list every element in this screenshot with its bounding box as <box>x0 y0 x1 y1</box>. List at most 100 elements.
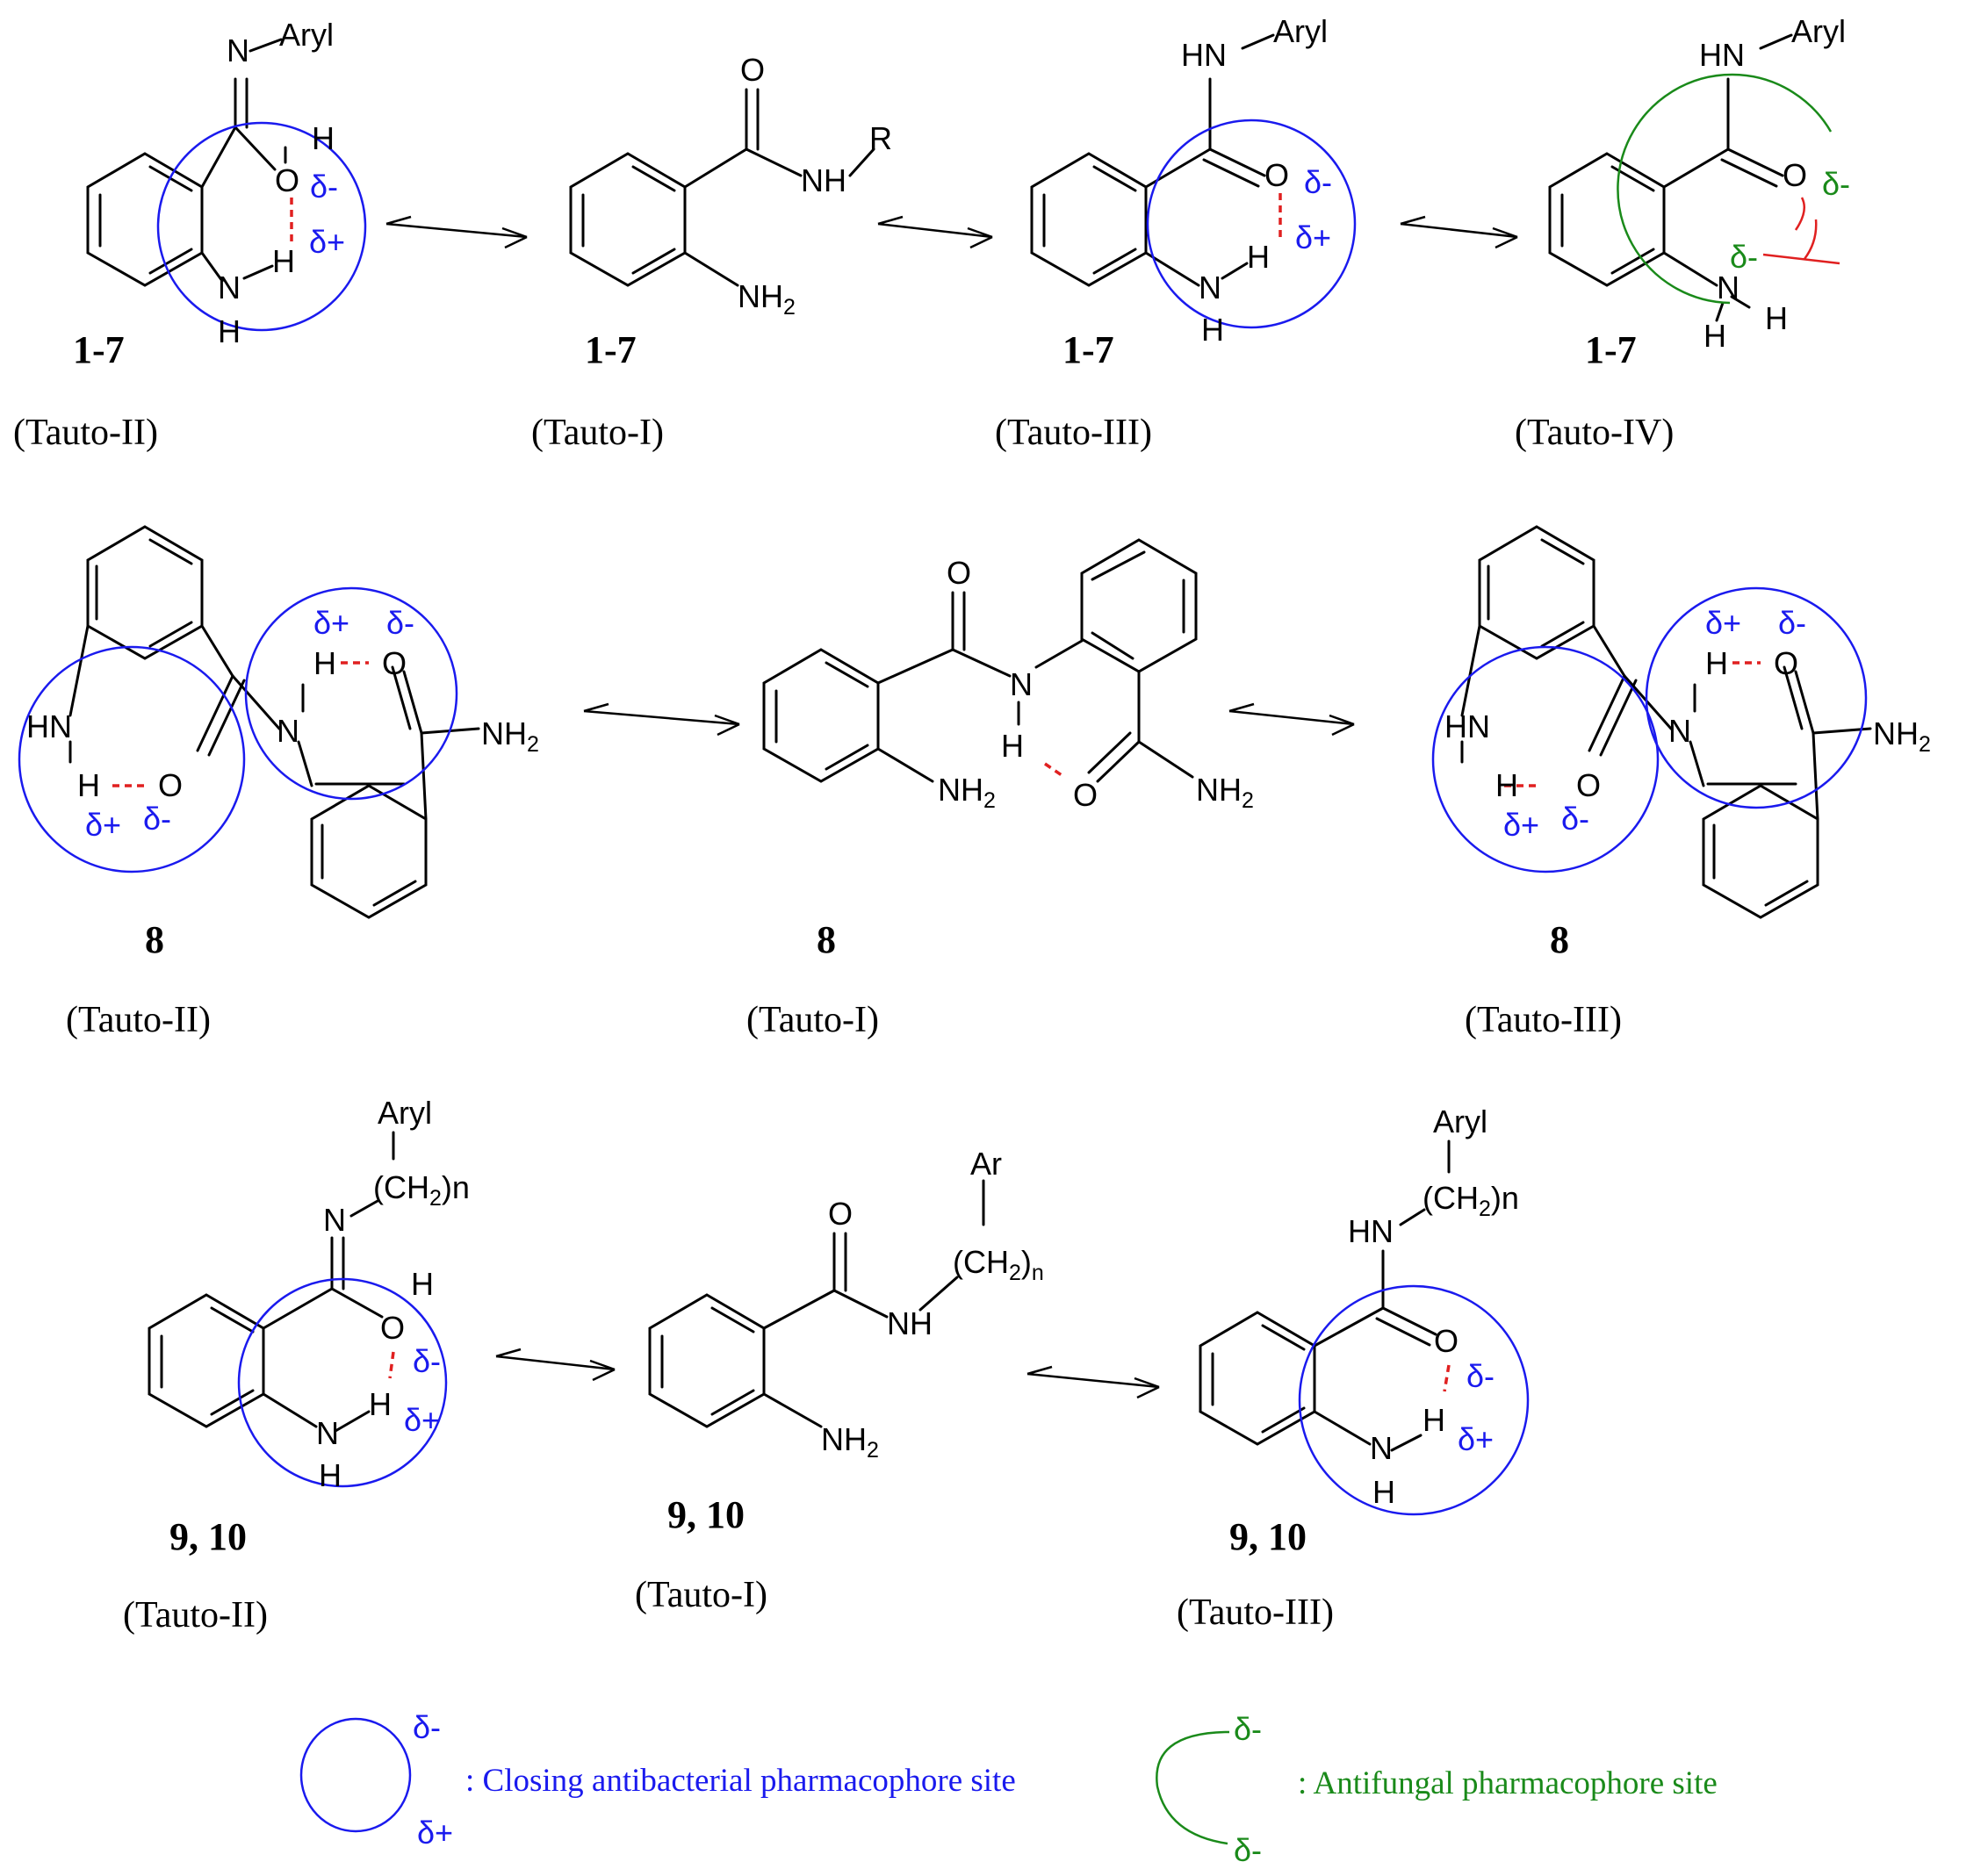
tautomer-caption: (Tauto-I) <box>746 1000 879 1040</box>
h-label: H <box>411 1266 434 1302</box>
n-label: N <box>1370 1430 1393 1466</box>
equilibrium-arrow <box>1400 215 1518 249</box>
o-label: O <box>382 645 407 681</box>
nh2-label: NH2 <box>1873 715 1931 757</box>
o-label: O <box>947 555 971 591</box>
delta-minus: δ- <box>1778 605 1806 641</box>
tautomer-caption: (Tauto-I) <box>635 1575 767 1615</box>
h-label: H <box>1423 1402 1445 1438</box>
nh2-label: NH2 <box>1196 772 1254 813</box>
hn-label: HN <box>1181 37 1227 73</box>
delta-minus: δ- <box>413 1343 441 1379</box>
antibacterial-legend-circle <box>299 1717 412 1833</box>
hn-label: HN <box>1348 1213 1394 1249</box>
delta-minus: δ- <box>386 605 414 641</box>
hn-label: HN <box>1444 708 1490 744</box>
legend-delta-minus: δ- <box>413 1709 441 1745</box>
o-label: O <box>1434 1323 1459 1359</box>
delta-plus: δ+ <box>1295 219 1331 255</box>
delta-plus: δ+ <box>85 807 121 843</box>
h-label: H <box>369 1386 392 1422</box>
o-label: O <box>1783 157 1807 193</box>
hn-label: HN <box>26 708 72 744</box>
equilibrium-arrow <box>1228 702 1355 737</box>
compound-number: 9, 10 <box>1229 1515 1307 1558</box>
delta-minus: δ- <box>1730 239 1758 275</box>
o-label: O <box>740 52 765 88</box>
h-label: H <box>1372 1474 1395 1510</box>
n-label: N <box>1199 270 1221 306</box>
equilibrium-arrow <box>877 215 993 249</box>
n-label: N <box>316 1415 339 1451</box>
h-label: H <box>312 120 335 156</box>
molecule-r3-tauto-iii: Aryl (CH2)n HN O δ- δ+ H N H 9, 10 (Taut… <box>1177 1103 1530 1633</box>
delta-minus: δ- <box>1561 801 1589 837</box>
molecule-r1-tauto-ii: Aryl N H O δ- δ+ H N H 1-7 (Tauto-II) <box>13 17 367 453</box>
nh2-label: NH2 <box>481 715 539 757</box>
delta-plus: δ+ <box>313 605 349 641</box>
h-label: H <box>77 767 100 803</box>
n-label: N <box>277 713 299 749</box>
aryl-label: Aryl <box>1273 13 1328 49</box>
aryl-label: Aryl <box>378 1095 432 1131</box>
h-label: H <box>272 243 295 279</box>
compound-number: 1-7 <box>585 328 637 371</box>
ch2-label: (CH2)n <box>1423 1180 1519 1221</box>
ar-label: Ar <box>970 1146 1002 1182</box>
tautomer-caption: (Tauto-II) <box>66 1000 211 1040</box>
aryl-label: Aryl <box>279 17 334 53</box>
delta-minus: δ- <box>1822 166 1850 202</box>
compound-number: 9, 10 <box>667 1493 745 1536</box>
tautomer-caption: (Tauto-I) <box>531 413 664 453</box>
h-label: H <box>1705 645 1728 681</box>
antibacterial-legend-label: : Closing antibacterial pharmacophore si… <box>465 1763 1016 1799</box>
delta-minus: δ- <box>310 169 338 205</box>
legend-delta-minus: δ- <box>1234 1832 1262 1868</box>
legend-delta-plus: δ+ <box>417 1815 453 1851</box>
o-label: O <box>1264 157 1289 193</box>
aryl-label: Aryl <box>1433 1103 1487 1139</box>
delta-plus: δ+ <box>1705 605 1741 641</box>
delta-plus: δ+ <box>1503 807 1539 843</box>
o-label: O <box>828 1196 853 1232</box>
h-label: H <box>1247 239 1270 275</box>
tautomer-caption: (Tauto-IV) <box>1515 413 1674 453</box>
compound-number: 1-7 <box>1062 328 1114 371</box>
aryl-label: Aryl <box>1791 13 1846 49</box>
tautomer-caption: (Tauto-III) <box>1177 1592 1334 1633</box>
n-label: N <box>1717 270 1740 306</box>
o-label: O <box>1576 767 1601 803</box>
ch2-label: (CH2)n <box>953 1244 1044 1285</box>
nh-label: NH <box>801 162 846 198</box>
compound-number: 9, 10 <box>169 1515 247 1558</box>
tautomer-caption: (Tauto-III) <box>1465 1000 1622 1040</box>
o-label: O <box>1073 777 1098 813</box>
tautomer-caption: (Tauto-II) <box>13 413 158 453</box>
tautomer-caption: (Tauto-II) <box>123 1595 268 1635</box>
n-label: N <box>1010 666 1033 702</box>
compound-number: 1-7 <box>1585 328 1637 371</box>
molecule-r2-tauto-i: O N H NH2 O NH2 8 (Tauto-I) <box>746 538 1254 1040</box>
molecule-r1-tauto-iii: HN Aryl O δ- δ+ H N H 1-7 (Tauto-III) <box>995 13 1357 453</box>
equilibrium-arrow <box>583 702 740 737</box>
equilibrium-arrow <box>1026 1365 1160 1399</box>
n-label: N <box>1668 713 1691 749</box>
molecule-r1-tauto-iv: HN Aryl O δ- δ- N H H 1-7 (Tauto-IV) <box>1515 13 1850 453</box>
delta-minus: δ- <box>1466 1358 1495 1394</box>
n-label: N <box>218 270 241 306</box>
o-label: O <box>275 162 299 198</box>
equilibrium-arrow <box>495 1348 616 1382</box>
compound-number: 1-7 <box>73 328 125 371</box>
nh2-label: NH2 <box>938 772 996 813</box>
legend: δ- δ+ : Closing antibacterial pharmacoph… <box>299 1709 1718 1868</box>
r-label: R <box>869 120 892 156</box>
o-label: O <box>1774 645 1798 681</box>
nh-label: NH <box>887 1305 933 1341</box>
molecule-r2-tauto-ii: HN H O δ+ δ- N H O δ+ δ- NH2 8 (Tauto-II… <box>18 525 539 1040</box>
h-label: H <box>1001 728 1024 764</box>
compound-number: 8 <box>145 918 164 961</box>
h-label: H <box>1495 767 1518 803</box>
delta-minus: δ- <box>143 801 171 837</box>
molecule-r3-tauto-i: O Ar (CH2)n NH NH2 9, 10 (Tauto-I) <box>635 1146 1044 1615</box>
h-label: H <box>1703 318 1726 354</box>
